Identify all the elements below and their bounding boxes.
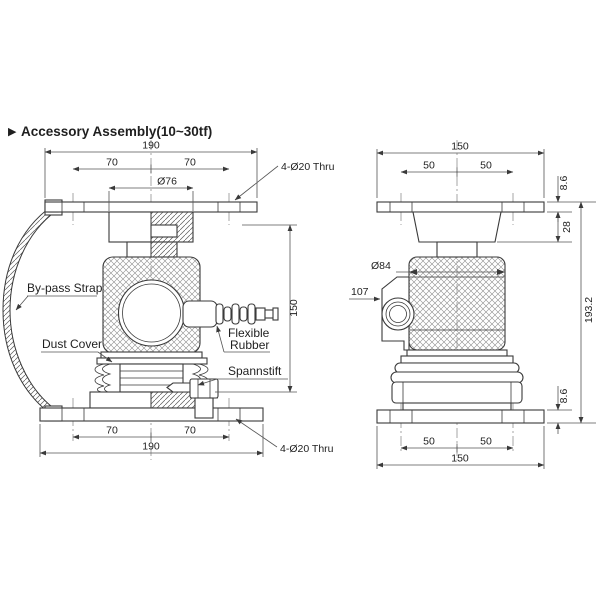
- hex-bolt: [189, 378, 219, 399]
- thread-notch: [150, 224, 178, 238]
- dim-r-top-right: 50: [480, 160, 492, 172]
- dim-connector-height: 107: [351, 286, 369, 298]
- right-loadcell-body: [408, 256, 506, 351]
- label-dust-cover: Dust Cover: [42, 337, 102, 351]
- dim-r-bottom-right: 50: [480, 436, 492, 448]
- left-view: 190 70 70 Ø76 4-Ø20 Thru 150 70 70 190 4…: [2, 140, 335, 460]
- dim-plate-bottom: 8.6: [558, 389, 570, 404]
- flexible-rubber-corrugations: [215, 303, 256, 325]
- left-dimensions: 190 70 70 Ø76 4-Ø20 Thru 150 70 70 190 4…: [39, 140, 335, 457]
- dim-r-top-width: 150: [451, 141, 469, 153]
- bolt-shank: [194, 397, 214, 419]
- left-labels: By-pass Strap Dust Cover Flexible Rubber…: [15, 281, 288, 386]
- right-adapter-block: [412, 211, 502, 258]
- dim-top-right: 70: [184, 157, 196, 169]
- dim-top-width: 190: [142, 140, 160, 152]
- dim-height: 150: [288, 299, 300, 317]
- cable-end-cap: [272, 307, 279, 321]
- label-flexible-rubber-2: Rubber: [230, 338, 269, 352]
- label-spannstift: Spannstift: [228, 364, 282, 378]
- connector-plug: [381, 297, 415, 331]
- right-dimensions: 150 50 50 8.6 28 193.2 8.6 Ø84 107: [349, 141, 596, 469]
- dim-bottom-width: 190: [142, 441, 160, 453]
- dim-r-bottom-left: 50: [423, 436, 435, 448]
- page-title: Accessory Assembly(10~30tf): [21, 124, 212, 139]
- right-view: 150 50 50 8.6 28 193.2 8.6 Ø84 107: [349, 140, 596, 469]
- dim-plate-top: 8.6: [558, 176, 570, 191]
- left-loadcell-body: [102, 256, 201, 354]
- dim-r-top-left: 50: [423, 160, 435, 172]
- dim-r-bottom-width: 150: [451, 453, 469, 465]
- left-bottom-plate: [39, 407, 264, 422]
- right-top-plate: [376, 201, 545, 213]
- cable-sleeve: [255, 307, 266, 321]
- left-adapter-block: [108, 211, 194, 258]
- sensor-bore: [117, 279, 186, 347]
- left-top-plate: [44, 201, 258, 213]
- label-bypass-strap: By-pass Strap: [27, 281, 103, 295]
- dim-holes-bottom: 4-Ø20 Thru: [280, 443, 334, 455]
- dim-bottom-left: 70: [106, 425, 118, 437]
- cable-gland: [182, 300, 279, 328]
- dim-body-dia: Ø84: [371, 260, 391, 272]
- right-base-ring: [391, 381, 523, 404]
- title-marker-icon: ▶: [8, 126, 17, 138]
- right-dust-cover: [390, 349, 524, 411]
- dim-neck-dia: Ø76: [157, 176, 177, 188]
- spannstift-pin: [166, 382, 192, 393]
- dim-bottom-right: 70: [184, 425, 196, 437]
- dim-block-height: 28: [561, 221, 573, 233]
- bellows-left: [94, 363, 112, 393]
- connector-bracket: [381, 276, 415, 351]
- label-flexible-rubber-1: Flexible: [228, 326, 270, 340]
- dim-holes-top: 4-Ø20 Thru: [281, 161, 335, 173]
- dim-total-height: 193.2: [583, 297, 595, 323]
- right-bottom-plate: [376, 409, 545, 424]
- dim-top-left: 70: [106, 157, 118, 169]
- title-block: ▶ Accessory Assembly(10~30tf): [8, 124, 212, 139]
